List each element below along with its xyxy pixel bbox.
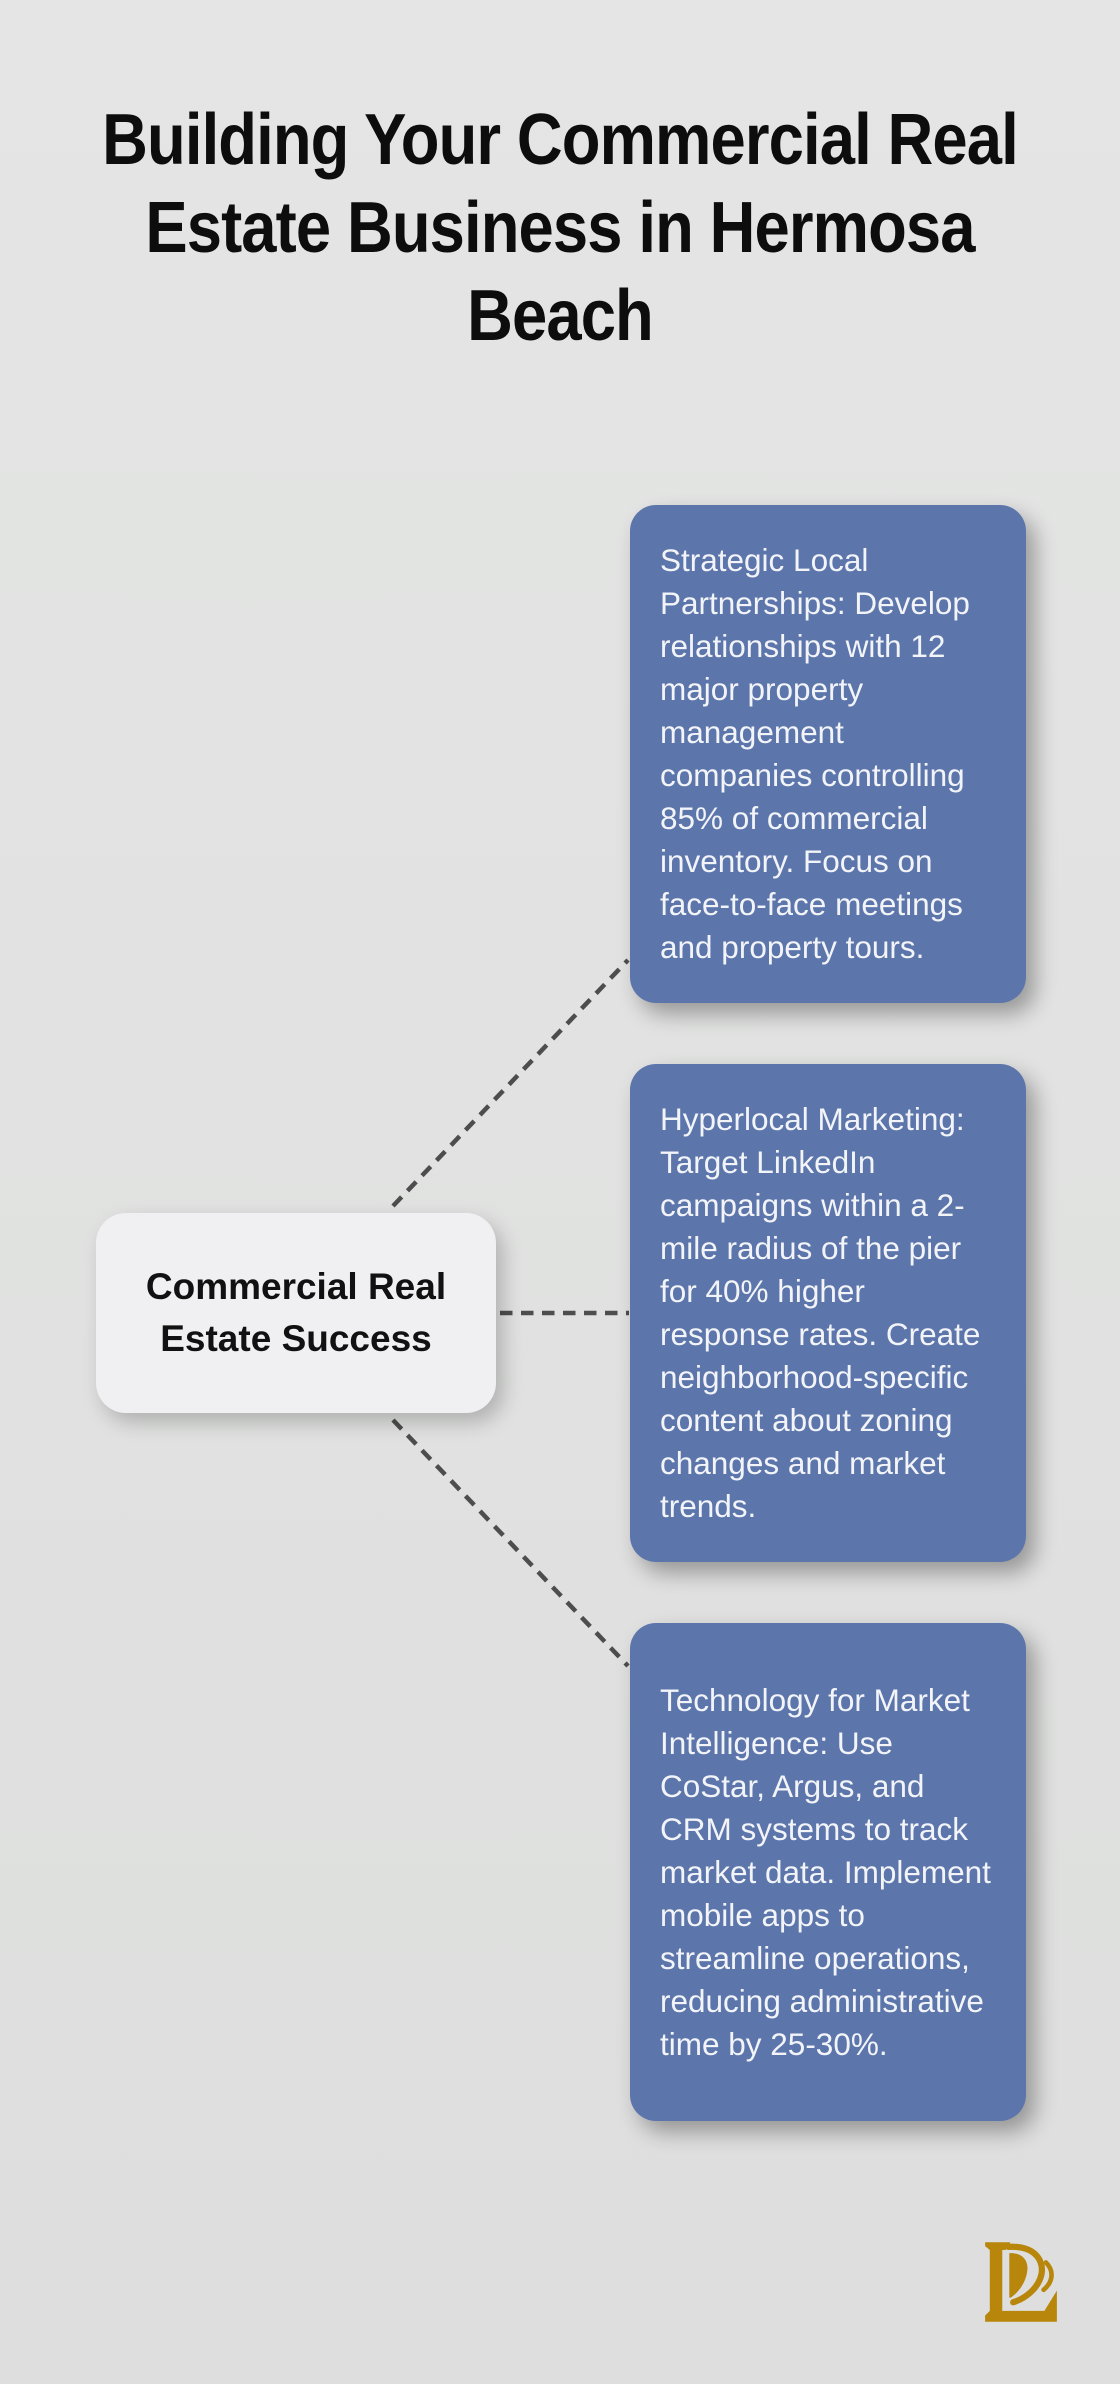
page-title-line-1: Building Your Commercial Real <box>102 100 1019 180</box>
center-node: Commercial Real Estate Success <box>96 1213 496 1413</box>
lp-monogram-icon <box>985 2242 1057 2322</box>
page-title-line-2: Estate Business in Hermosa <box>145 188 975 268</box>
branch-card-hyperlocal-marketing: Hyperlocal Marketing: Target LinkedIn ca… <box>630 1064 1026 1562</box>
connector-line-top <box>391 958 630 1208</box>
connector-line-bottom <box>391 1418 630 1668</box>
page-title: Building Your Commercial Real Estate Bus… <box>0 96 1120 360</box>
branch-card-text: Strategic Local Partnerships: Develop re… <box>660 542 970 965</box>
branch-card-technology-intelligence: Technology for Market Intelligence: Use … <box>630 1623 1026 2121</box>
branch-card-text: Technology for Market Intelligence: Use … <box>660 1681 991 2062</box>
page-title-line-3: Beach <box>467 276 654 356</box>
branch-card-text: Hyperlocal Marketing: Target LinkedIn ca… <box>660 1101 981 1524</box>
center-node-label: Commercial Real Estate Success <box>145 1266 447 1359</box>
branch-card-strategic-partnerships: Strategic Local Partnerships: Develop re… <box>630 505 1026 1003</box>
